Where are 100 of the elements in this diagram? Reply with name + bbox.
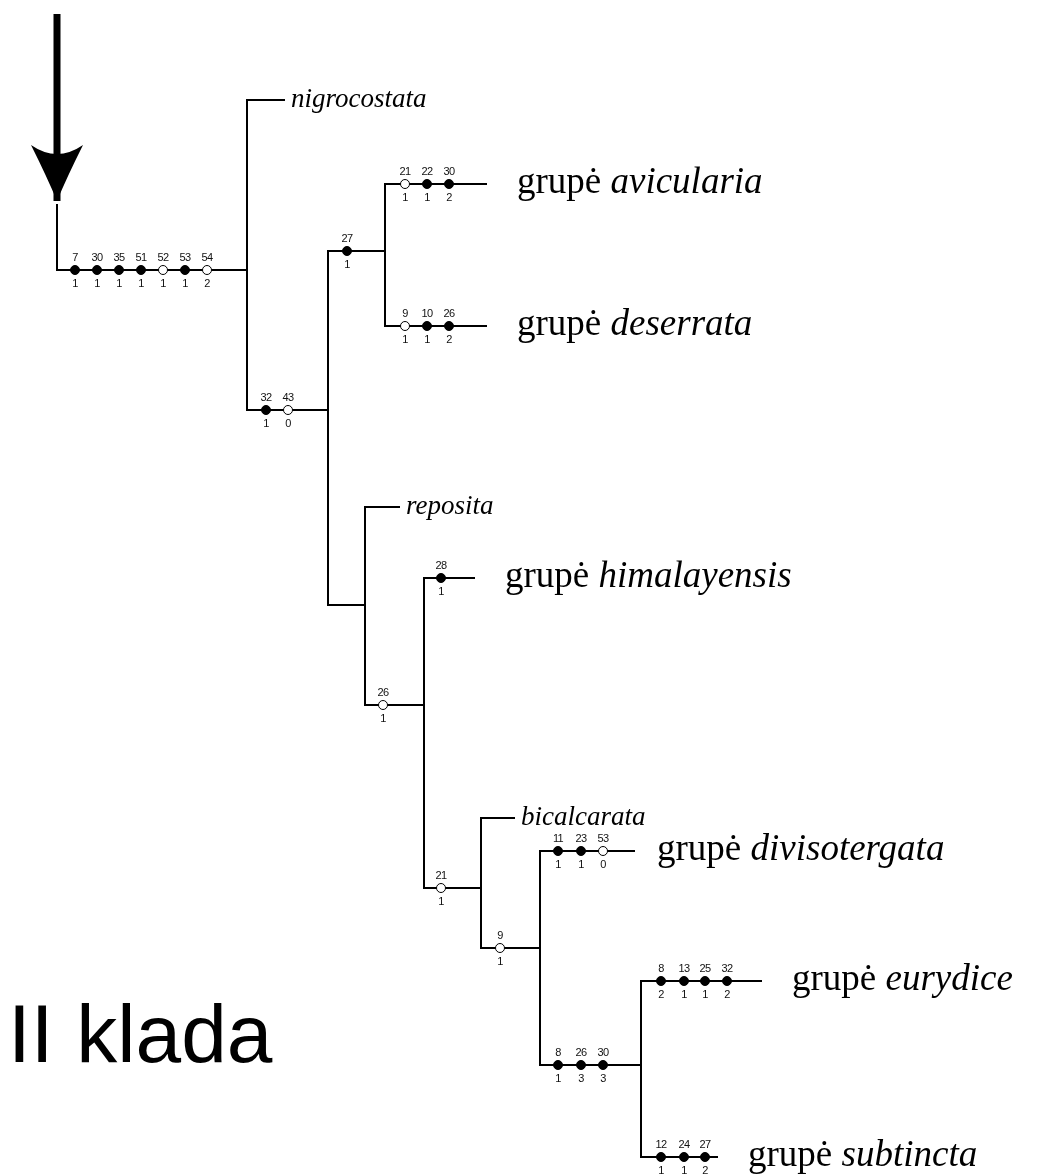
- character-number: 53: [597, 832, 609, 844]
- character-number: 9: [402, 307, 408, 319]
- clade-node-line: [640, 980, 642, 1158]
- character-number: 23: [575, 832, 587, 844]
- taxon-label: grupė eurydice: [762, 957, 1013, 1000]
- character-number: 25: [699, 962, 711, 974]
- character-state: 1: [182, 277, 188, 289]
- clade-node-line: [480, 817, 482, 949]
- character-state: 1: [402, 333, 408, 345]
- taxon-label: grupė subtincta: [718, 1133, 978, 1176]
- branch-line: [328, 604, 365, 606]
- taxon-label: grupė avicularia: [487, 160, 763, 203]
- character-number: 35: [113, 251, 125, 263]
- branch-line: [365, 704, 424, 706]
- character-number: 30: [443, 165, 455, 177]
- character-state: 1: [72, 277, 78, 289]
- taxon-label: grupė deserrata: [487, 302, 753, 345]
- taxon-label: nigrocostata: [285, 83, 427, 115]
- character-state: 1: [344, 258, 350, 270]
- character-state: 1: [438, 585, 444, 597]
- character-number: 8: [658, 962, 664, 974]
- character-number: 21: [435, 869, 447, 881]
- character-state: 2: [204, 277, 210, 289]
- character-state: 1: [116, 277, 122, 289]
- character-state: 2: [446, 333, 452, 345]
- character-state: 1: [402, 191, 408, 203]
- character-state: 1: [555, 1072, 561, 1084]
- character-number: 9: [497, 929, 503, 941]
- character-number: 27: [699, 1138, 711, 1150]
- character-state: 1: [681, 1164, 687, 1176]
- character-number: 54: [201, 251, 213, 263]
- clade-title: II klada: [8, 993, 273, 1075]
- character-number: 26: [575, 1046, 587, 1058]
- character-number: 32: [721, 962, 733, 974]
- character-state: 1: [380, 712, 386, 724]
- branch-line: [424, 887, 481, 889]
- clade-node-line: [56, 204, 58, 271]
- branch-line: [365, 506, 401, 508]
- character-number: 28: [435, 559, 447, 571]
- character-number: 22: [421, 165, 433, 177]
- character-state: 2: [446, 191, 452, 203]
- branch-line: [641, 980, 763, 982]
- character-state: 1: [138, 277, 144, 289]
- character-state: 1: [497, 955, 503, 967]
- branch-line: [247, 409, 328, 411]
- character-state: 1: [263, 417, 269, 429]
- character-state: 1: [702, 988, 708, 1000]
- branch-line: [481, 817, 516, 819]
- character-number: 10: [421, 307, 433, 319]
- character-number: 8: [555, 1046, 561, 1058]
- character-number: 51: [135, 251, 147, 263]
- branch-line: [385, 325, 488, 327]
- character-number: 43: [282, 391, 294, 403]
- branch-line: [424, 577, 476, 579]
- branch-line: [540, 850, 636, 852]
- character-number: 24: [678, 1138, 690, 1150]
- branch-line: [247, 99, 286, 101]
- character-number: 21: [399, 165, 411, 177]
- branch-line: [55, 269, 247, 271]
- character-number: 30: [597, 1046, 609, 1058]
- taxon-label: grupė himalayensis: [475, 554, 792, 597]
- clade-node-line: [364, 506, 366, 706]
- branch-line: [328, 250, 385, 252]
- branch-line: [385, 183, 488, 185]
- taxon-label: reposita: [400, 490, 494, 522]
- character-number: 27: [341, 232, 353, 244]
- character-state: 1: [94, 277, 100, 289]
- character-state: 1: [578, 858, 584, 870]
- character-number: 30: [91, 251, 103, 263]
- character-state: 1: [438, 895, 444, 907]
- character-state: 1: [658, 1164, 664, 1176]
- character-number: 32: [260, 391, 272, 403]
- clade-node-line: [423, 577, 425, 889]
- clade-node-line: [539, 850, 541, 1066]
- character-state: 0: [600, 858, 606, 870]
- character-number: 7: [72, 251, 78, 263]
- character-number: 11: [552, 832, 564, 844]
- character-number: 12: [655, 1138, 667, 1150]
- character-state: 1: [555, 858, 561, 870]
- clade-node-line: [246, 99, 248, 411]
- character-state: 1: [160, 277, 166, 289]
- clade-node-line: [384, 183, 386, 327]
- branch-line: [481, 947, 540, 949]
- character-state: 2: [702, 1164, 708, 1176]
- character-number: 13: [678, 962, 690, 974]
- character-number: 26: [377, 686, 389, 698]
- character-number: 26: [443, 307, 455, 319]
- character-state: 0: [285, 417, 291, 429]
- clade-node-line: [327, 250, 329, 606]
- character-number: 52: [157, 251, 169, 263]
- character-state: 1: [681, 988, 687, 1000]
- branch-line: [641, 1156, 719, 1158]
- character-state: 2: [658, 988, 664, 1000]
- branch-line: [540, 1064, 641, 1066]
- character-number: 53: [179, 251, 191, 263]
- character-state: 1: [424, 333, 430, 345]
- character-state: 3: [578, 1072, 584, 1084]
- character-state: 3: [600, 1072, 606, 1084]
- character-state: 2: [724, 988, 730, 1000]
- character-state: 1: [424, 191, 430, 203]
